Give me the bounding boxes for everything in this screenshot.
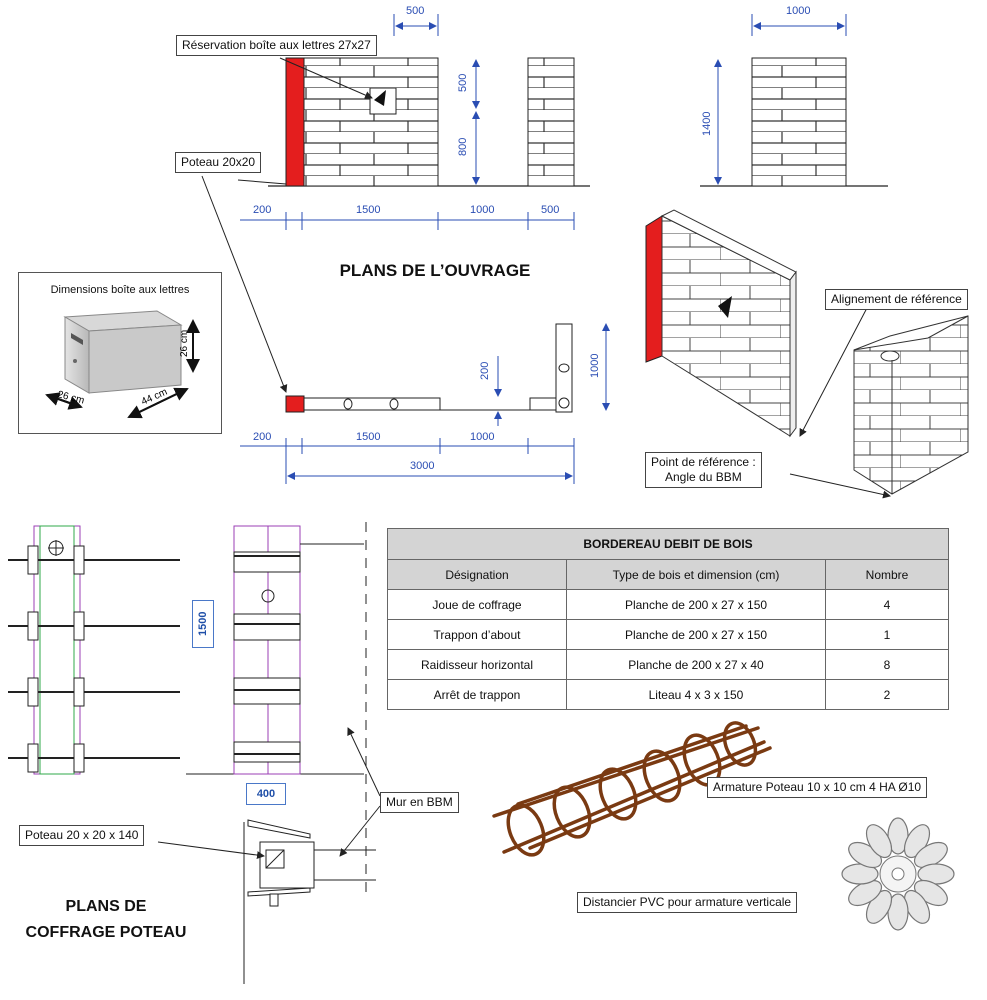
plan-dim-v-1000: 1000 <box>589 354 601 378</box>
cell-designation: Trappon d’about <box>387 619 567 650</box>
dim-top-500: 500 <box>406 5 424 17</box>
wall-3d-view <box>645 209 969 495</box>
table-row: Raidisseur horizontal Planche de 200 x 2… <box>387 649 949 680</box>
point-reference-line2: Angle du BBM <box>665 470 742 484</box>
cell-type: Planche de 200 x 27 x 40 <box>566 649 826 680</box>
table-title: BORDEREAU DEBIT DE BOIS <box>387 528 949 560</box>
wall-panel-left <box>303 57 439 187</box>
cell-type: Liteau 4 x 3 x 150 <box>566 679 826 710</box>
callout-poteau-20x20x140: Poteau 20 x 20 x 140 <box>19 825 145 846</box>
header-type-bois: Type de bois et dimension (cm) <box>566 559 826 590</box>
cell-nombre: 1 <box>825 619 949 650</box>
table-row: Trappon d’about Planche de 200 x 27 x 15… <box>387 619 949 650</box>
formwork-dim-1500: 1500 <box>192 600 214 648</box>
cell-nombre: 4 <box>825 589 949 620</box>
plan-dim-total-3000: 3000 <box>410 460 434 472</box>
wall-elevation <box>268 57 888 187</box>
title-plans-ouvrage: PLANS DE L’OUVRAGE <box>339 261 531 280</box>
dim-b-200: 200 <box>253 204 271 216</box>
spacer-symbol <box>261 589 275 603</box>
dim-v-1400: 1400 <box>701 112 713 136</box>
dim-v-800: 800 <box>457 138 469 156</box>
mailbox-caption: Dimensions boîte aux lettres <box>50 284 190 296</box>
wall-panel-right <box>751 57 847 187</box>
header-nombre: Nombre <box>825 559 949 590</box>
title-coffrage-line2: COFFRAGE POTEAU <box>25 924 187 941</box>
cell-type: Planche de 200 x 27 x 150 <box>566 589 826 620</box>
poteau-red-3d <box>645 215 663 363</box>
cell-nombre: 2 <box>825 679 949 710</box>
callout-reservation: Réservation boîte aux lettres 27x27 <box>176 35 377 56</box>
formwork-side-view <box>8 525 180 775</box>
callout-armature: Armature Poteau 10 x 10 cm 4 HA Ø10 <box>707 777 928 798</box>
header-designation: Désignation <box>387 559 567 590</box>
callout-mur-bbm: Mur en BBM <box>380 792 459 813</box>
plan-dim-b-200: 200 <box>253 431 271 443</box>
mailbox-height: 26 cm <box>179 330 190 357</box>
cell-type: Planche de 200 x 27 x 150 <box>566 619 826 650</box>
title-plans-coffrage: PLANS DE COFFRAGE POTEAU <box>6 894 206 946</box>
pvc-spacer <box>841 817 955 931</box>
rebar-cage <box>492 721 772 857</box>
poteau-red-elevation <box>285 57 305 187</box>
plan-dim-b-1500: 1500 <box>356 431 380 443</box>
callout-poteau-20x20: Poteau 20x20 <box>175 152 262 173</box>
plan-dim-v-200: 200 <box>479 362 491 380</box>
table-row: Joue de coffrage Planche de 200 x 27 x 1… <box>387 589 949 620</box>
cell-designation: Arrêt de trappon <box>387 679 567 710</box>
poteau-red-plan <box>285 395 305 413</box>
bordereau-table: BORDEREAU DEBIT DE BOIS Désignation Type… <box>387 528 949 710</box>
dim-b-1500: 1500 <box>356 204 380 216</box>
cell-nombre: 8 <box>825 649 949 680</box>
dim-v-500: 500 <box>457 74 469 92</box>
plan-dim-b-1000: 1000 <box>470 431 494 443</box>
dim-top-1000: 1000 <box>786 5 810 17</box>
mailbox-dimensions-panel: Dimensions boîte aux lettres 26 cm 26 cm… <box>18 272 222 434</box>
callout-distancier: Distancier PVC pour armature verticale <box>577 892 798 913</box>
callout-point-reference: Point de référence : Angle du BBM <box>645 452 762 488</box>
formwork-plan-view <box>243 819 376 984</box>
dim-b-1000: 1000 <box>470 204 494 216</box>
formwork-dim-400: 400 <box>246 783 286 805</box>
table-row: Arrêt de trappon Liteau 4 x 3 x 150 2 <box>387 679 949 710</box>
title-coffrage-line1: PLANS DE <box>65 898 147 915</box>
wall-plan <box>285 323 573 413</box>
cell-designation: Raidisseur horizontal <box>387 649 567 680</box>
leader-lines <box>157 57 891 860</box>
wall-panel-mid <box>527 57 575 187</box>
formwork-front-view <box>186 522 367 900</box>
callout-alignement: Alignement de référence <box>825 289 968 310</box>
point-reference-line1: Point de référence : <box>651 455 756 469</box>
elevation-dimensions <box>240 14 847 230</box>
dim-b-500: 500 <box>541 204 559 216</box>
mailbox-illustration: 26 cm 26 cm 44 cm <box>45 310 200 419</box>
cell-designation: Joue de coffrage <box>387 589 567 620</box>
